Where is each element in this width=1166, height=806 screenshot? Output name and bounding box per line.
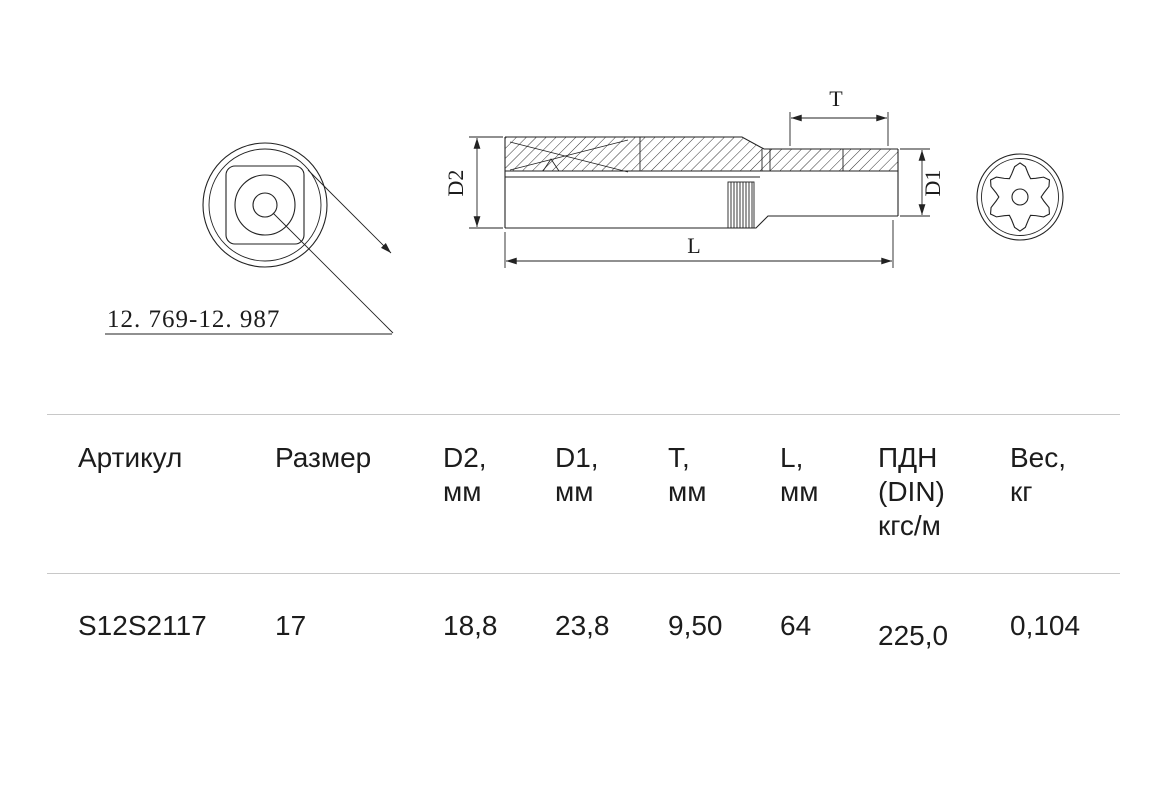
dimension-d2: D2 xyxy=(443,136,503,229)
cell-d1: 23,8 xyxy=(555,610,610,642)
cell-d2: 18,8 xyxy=(443,610,498,642)
col-header-pdn: ПДН (DIN) кгс/м xyxy=(878,442,945,542)
cell-t: 9,50 xyxy=(668,610,723,642)
cone-line-2 xyxy=(509,141,629,173)
square-drive-range-label: 12. 769-12. 987 xyxy=(107,306,280,333)
cell-l: 64 xyxy=(780,610,812,642)
col-header-article: Артикул xyxy=(78,442,183,473)
cell-weight: 0,104 xyxy=(1010,610,1081,642)
col-header-d1: D1, мм xyxy=(555,442,599,508)
bottom-profile-line xyxy=(505,215,898,229)
l-label: L xyxy=(687,233,700,258)
cone-line-1 xyxy=(509,139,629,171)
square-diagonal-dimension: 12. 769-12. 987 xyxy=(105,169,394,335)
outer-circle-inner-edge xyxy=(208,148,322,262)
cell-size: 17 xyxy=(275,610,307,642)
col-header-d2: D2, мм xyxy=(443,442,487,508)
diagonal-leader-line xyxy=(307,169,392,254)
technical-drawing: 12. 769-12. 987 xyxy=(105,86,1064,335)
top-profile-line xyxy=(505,136,898,150)
t-label: T xyxy=(829,86,843,111)
torx-outer-circle-inner-edge xyxy=(981,158,1059,236)
torx-center-hole xyxy=(1011,188,1029,206)
col-header-weight: Вес, кг xyxy=(1010,442,1067,508)
d1-label: D1 xyxy=(920,170,945,197)
table-header-row: Артикул Размер D2, мм D1, мм T, мм L, мм… xyxy=(47,415,1120,573)
detent-marker xyxy=(542,158,560,172)
col-header-t: T, мм xyxy=(668,442,707,508)
side-section-view: D2 D1 T L xyxy=(443,86,945,268)
knurl-band xyxy=(727,181,755,229)
table-row: S12S2117 17 18,8 23,8 9,50 64 225,0 0,10… xyxy=(47,574,1120,702)
col-header-size: Размер xyxy=(275,442,372,473)
torx-end-view xyxy=(976,153,1064,241)
square-drive-view: 12. 769-12. 987 xyxy=(105,142,394,335)
diagonal-extension-line xyxy=(272,212,394,334)
cell-article: S12S2117 xyxy=(78,610,207,642)
torx-outer-circle xyxy=(976,153,1064,241)
dimension-l: L xyxy=(504,220,894,268)
square-drive-socket xyxy=(225,165,305,245)
dimension-t: T xyxy=(789,86,889,146)
table-header-divider xyxy=(47,573,1120,575)
col-header-l: L, мм xyxy=(780,442,819,508)
dimension-d1: D1 xyxy=(900,148,945,217)
cell-pdn: 225,0 xyxy=(878,620,949,652)
spec-table: Артикул Размер D2, мм D1, мм T, мм L, мм… xyxy=(47,414,1120,702)
table-top-divider xyxy=(47,414,1120,415)
bore-circle xyxy=(234,174,296,236)
torx-profile xyxy=(989,162,1051,232)
section-hatch-area xyxy=(505,137,898,171)
outer-circle xyxy=(202,142,328,268)
center-hole-circle xyxy=(252,192,278,218)
d2-label: D2 xyxy=(443,170,468,197)
